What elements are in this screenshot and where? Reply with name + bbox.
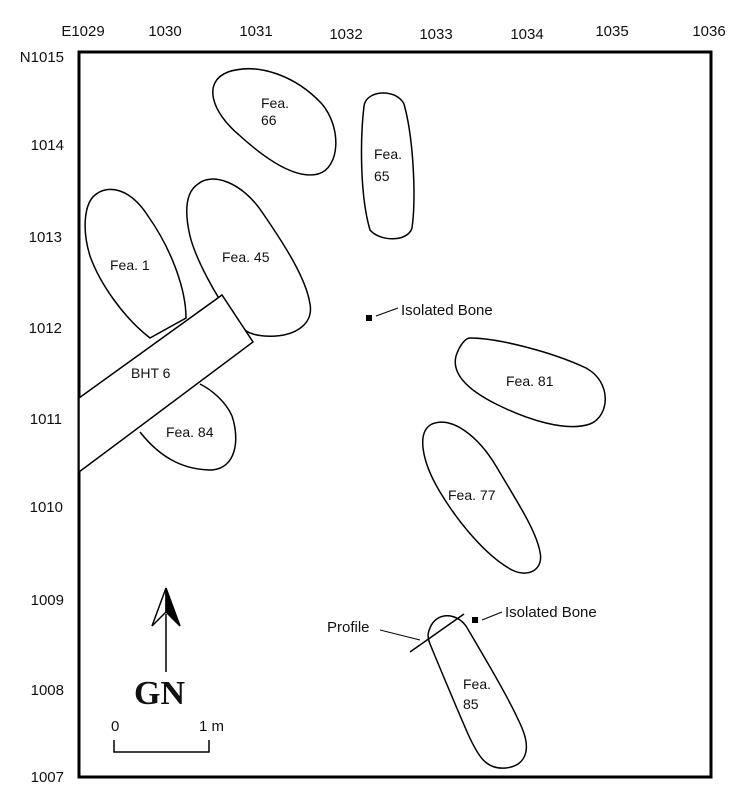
easting-axis-labels: E1029 1030 1031 1032 1033 1034 1035 1036 [61, 23, 725, 43]
easting-label: 1036 [692, 23, 725, 40]
northing-label: N1015 [20, 49, 64, 66]
scale-bar: 0 1 m [111, 718, 224, 753]
north-arrow-right-half [165, 587, 181, 627]
profile-line[interactable]: Profile [327, 613, 465, 653]
feature-85-label-line1: Fea. [463, 676, 491, 692]
feature-66[interactable]: Fea. 66 [212, 68, 337, 176]
isolated-bone-marker [472, 617, 478, 623]
northing-label: 1012 [29, 320, 62, 337]
isolated-bone-marker [366, 315, 372, 321]
easting-label: 1030 [148, 23, 181, 40]
feature-66-label-line2: 66 [261, 112, 277, 128]
feature-85-label-line2: 85 [463, 696, 479, 712]
north-arrow: GN [134, 587, 185, 712]
easting-label: 1031 [239, 23, 272, 40]
feature-1[interactable]: Fea. 1 [84, 188, 187, 339]
easting-label: 1032 [329, 26, 362, 43]
isolated-bone-2[interactable]: Isolated Bone [472, 604, 597, 623]
feature-81-label: Fea. 81 [506, 373, 554, 389]
isolated-bone-1-label: Isolated Bone [401, 302, 493, 319]
isolated-bone-2-label: Isolated Bone [505, 604, 597, 621]
northing-label: 1011 [30, 411, 62, 428]
northing-label: 1009 [31, 592, 64, 609]
feature-65-label-line1: Fea. [374, 146, 402, 162]
feature-45[interactable]: Fea. 45 [185, 178, 312, 337]
north-arrow-left-half [151, 587, 167, 627]
easting-label: E1029 [61, 23, 104, 40]
northing-label: 1008 [31, 682, 64, 699]
trench-label: BHT 6 [131, 365, 171, 381]
feature-85[interactable]: Fea. 85 [427, 615, 527, 769]
easting-label: 1034 [510, 26, 543, 43]
north-arrow-label: GN [134, 675, 185, 712]
feature-65[interactable]: Fea. 65 [360, 92, 415, 240]
northing-label: 1010 [30, 499, 63, 516]
feature-84[interactable]: Fea. 84 [139, 383, 237, 471]
easting-label: 1035 [595, 23, 628, 40]
northing-axis-labels: N1015 1014 1013 1012 1011 1010 1009 1008… [20, 49, 64, 786]
scale-bar-line [113, 740, 210, 753]
trench-bht-6[interactable]: BHT 6 [78, 293, 255, 474]
easting-label: 1033 [419, 26, 452, 43]
scale-bar-end-label: 1 m [199, 718, 224, 735]
feature-1-label: Fea. 1 [110, 257, 150, 273]
northing-label: 1007 [31, 769, 64, 786]
feature-65-label-line2: 65 [374, 168, 390, 184]
scale-bar-start-label: 0 [111, 718, 119, 735]
northing-label: 1014 [31, 137, 64, 154]
feature-45-label: Fea. 45 [222, 249, 270, 265]
feature-77[interactable]: Fea. 77 [421, 421, 542, 574]
feature-77-label: Fea. 77 [448, 487, 496, 503]
feature-81[interactable]: Fea. 81 [454, 337, 606, 428]
profile-label: Profile [327, 619, 370, 636]
northing-label: 1013 [29, 229, 62, 246]
feature-84-label: Fea. 84 [166, 424, 214, 440]
isolated-bone-1[interactable]: Isolated Bone [366, 302, 493, 321]
feature-66-label-line1: Fea. [261, 95, 289, 111]
